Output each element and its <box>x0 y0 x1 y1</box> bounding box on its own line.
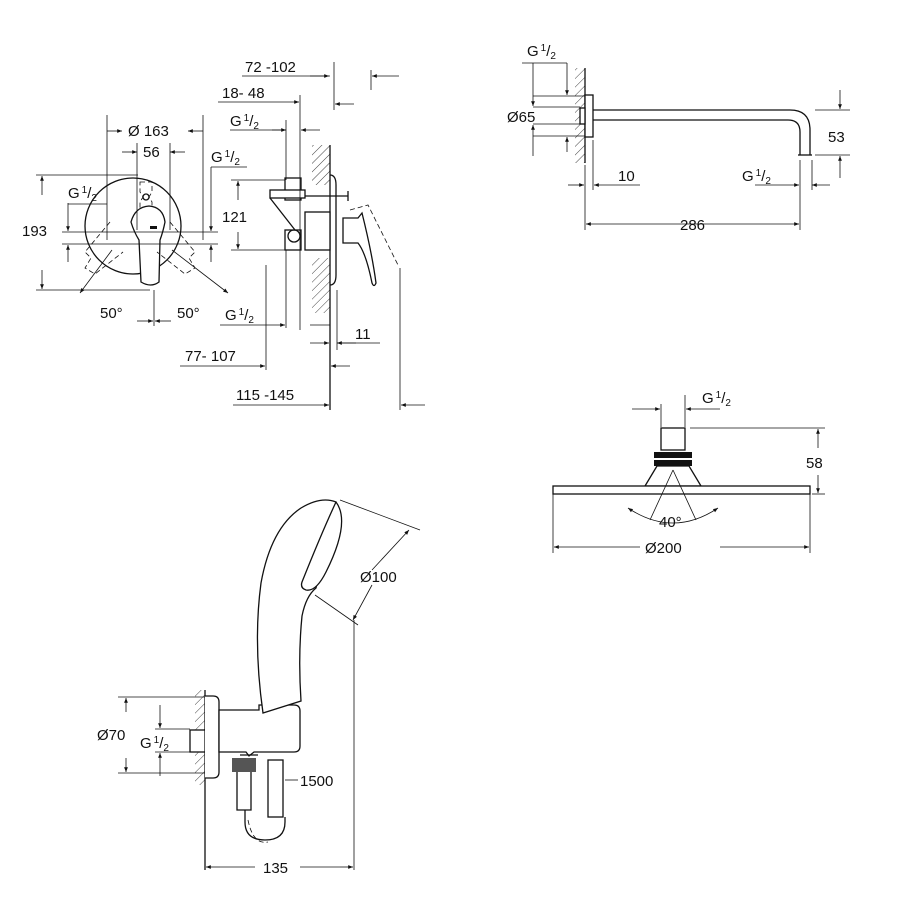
dim-inlet-spacing: 121 <box>222 209 247 226</box>
arm-pipe <box>593 109 811 155</box>
elbow-flange <box>205 695 220 779</box>
dim-escutcheon-diameter: Ø 163 <box>128 123 169 140</box>
dim-flange-depth: 10 <box>618 168 635 185</box>
dim-escutcheon-height: 193 <box>22 223 47 240</box>
dim-total-depth: 115 -145 <box>236 387 294 404</box>
dim-flange-diameter: Ø65 <box>507 109 535 126</box>
escutcheon-plate <box>84 177 182 275</box>
dim-arm-length: 286 <box>680 217 705 234</box>
mixer-lever <box>130 205 166 286</box>
arm-flange <box>584 94 594 138</box>
dim-angle-left: 50° <box>100 305 123 322</box>
hose-nut <box>232 758 256 772</box>
head-connector <box>660 427 686 451</box>
dim-angle-right: 50° <box>177 305 200 322</box>
dim-side-depth-inner: 18- 48 <box>222 85 265 102</box>
dim-head-height: 58 <box>806 455 823 472</box>
side-lever <box>342 211 377 287</box>
dim-lever-width: 56 <box>143 144 160 161</box>
cover-plate <box>329 174 337 286</box>
dim-hand-head-diameter: Ø100 <box>360 569 397 586</box>
dim-elbow-diameter: Ø70 <box>97 727 125 744</box>
dim-plate-thickness: 11 <box>355 326 371 343</box>
dim-rough-in: 77- 107 <box>185 348 236 365</box>
dim-tilt-angle: 40° <box>659 514 682 531</box>
dim-arm-drop: 53 <box>828 129 845 146</box>
dim-head-diameter: Ø200 <box>645 540 682 557</box>
dim-side-depth-top: 72 -102 <box>245 59 296 76</box>
hand-shower-head <box>300 501 343 591</box>
holder-body <box>218 704 301 757</box>
head-plate <box>552 485 811 495</box>
dim-hose-length: 1500 <box>300 773 333 790</box>
dim-hand-projection: 135 <box>263 860 288 877</box>
hose <box>267 759 284 818</box>
